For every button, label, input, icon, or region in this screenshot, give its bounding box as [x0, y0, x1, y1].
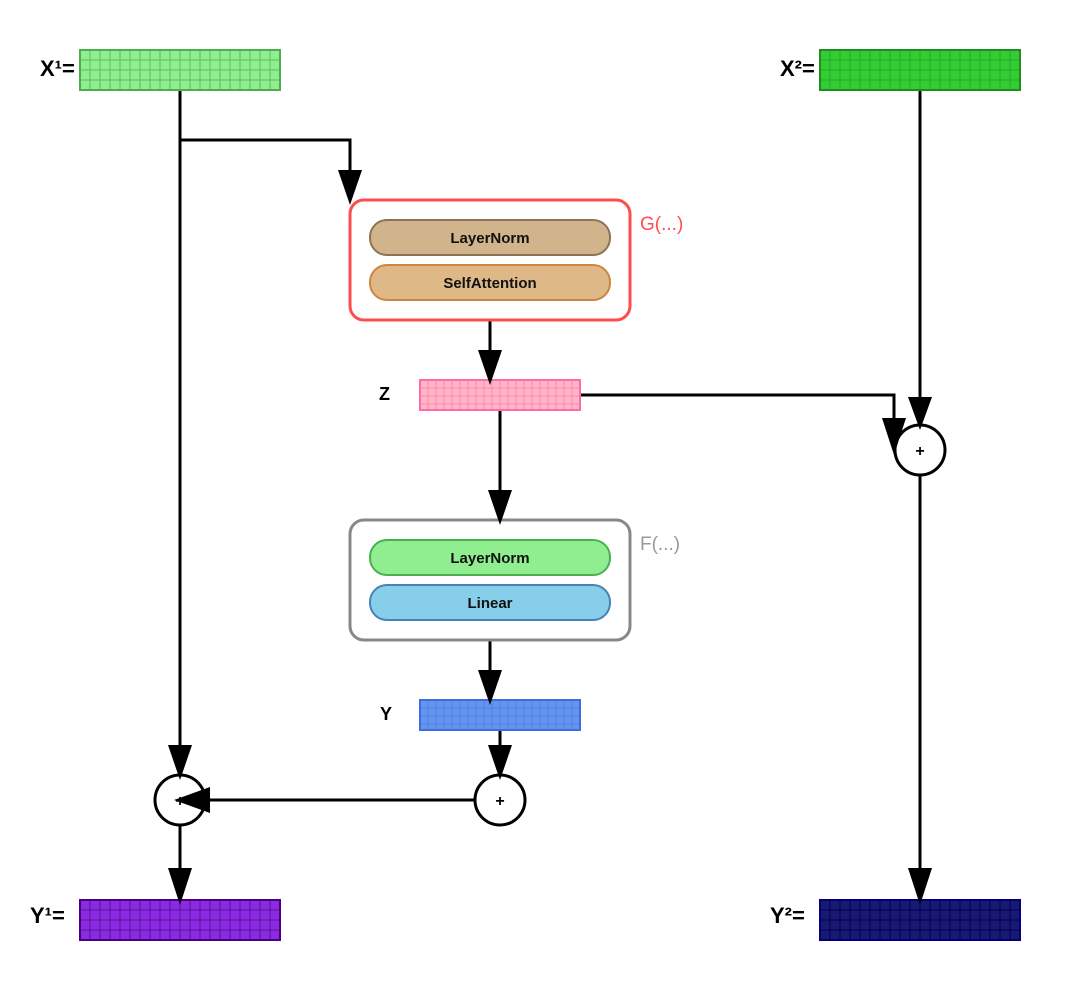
plus-icon: + — [915, 443, 924, 460]
matrices — [79, 49, 1021, 941]
arrowhead-into-left-add-from-x1 — [168, 745, 192, 780]
y1-matrix — [79, 899, 281, 941]
x2-matrix-border — [819, 49, 1021, 91]
y-matrix-border — [419, 699, 581, 731]
arrowhead-into-left-add-from-mid — [175, 788, 210, 812]
f-linear-label: Linear — [467, 595, 512, 612]
arrowhead-into-right-add-from-x2 — [908, 397, 932, 430]
x1-matrix-border — [79, 49, 281, 91]
y2-label: Y²= — [770, 903, 805, 928]
f-linear-pill — [369, 584, 611, 621]
arrowhead-into-y2 — [908, 868, 932, 905]
x1-label: X¹= — [40, 56, 75, 81]
g-function-label: G(...) — [640, 214, 683, 235]
arrowhead-into-z — [478, 350, 502, 385]
x1-matrix — [79, 49, 281, 91]
add-operator-mid: + — [473, 773, 527, 827]
edge-x1-to-g — [180, 138, 352, 175]
add-operator-right: + — [893, 423, 947, 477]
g-selfattention-label: SelfAttention — [443, 275, 536, 292]
arrowhead-into-g — [338, 170, 362, 205]
f-block-border — [348, 518, 632, 642]
z-matrix — [419, 379, 581, 411]
x2-matrix — [819, 49, 1021, 91]
f-function-label: F(...) — [640, 534, 680, 555]
g-block: LayerNorm SelfAttention G(...) — [348, 198, 683, 322]
g-selfattention-pill — [369, 264, 611, 301]
arrowhead-into-mid-add — [488, 745, 512, 780]
arrowheads — [168, 170, 932, 905]
g-layernorm-pill — [369, 219, 611, 256]
z-label: Z — [379, 384, 390, 404]
arrowhead-into-y1 — [168, 868, 192, 905]
y-matrix — [419, 699, 581, 731]
y2-matrix — [819, 899, 1021, 941]
y1-label: Y¹= — [30, 903, 65, 928]
g-layernorm-label: LayerNorm — [450, 230, 529, 247]
f-layernorm-label: LayerNorm — [450, 550, 529, 567]
f-block: LayerNorm Linear F(...) — [348, 518, 680, 642]
arrowhead-into-right-add-from-z — [882, 418, 906, 455]
z-matrix-border — [419, 379, 581, 411]
edge-z-to-right-add — [580, 393, 896, 420]
connectors — [178, 90, 922, 875]
x2-label: X²= — [780, 56, 815, 81]
y-label: Y — [380, 704, 392, 724]
g-block-border — [348, 198, 632, 322]
arrowhead-into-f — [488, 490, 512, 525]
arrowhead-into-y — [478, 670, 502, 705]
plus-icon: + — [495, 793, 504, 810]
f-layernorm-pill — [369, 539, 611, 576]
